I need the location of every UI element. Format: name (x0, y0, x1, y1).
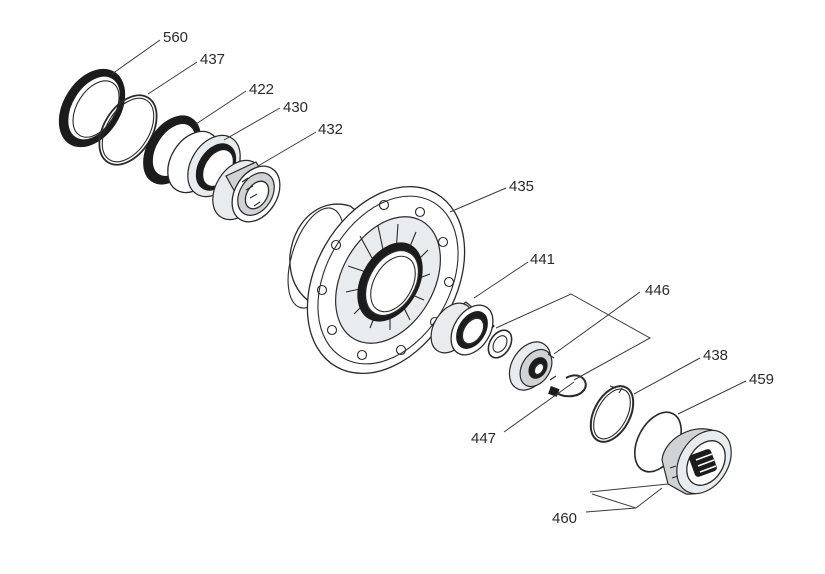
callout-422: 422 (249, 81, 274, 98)
callout-460: 460 (552, 510, 577, 527)
part-430-bearing-cup (167, 130, 241, 198)
callout-459: 459 (749, 371, 774, 388)
callout-437: 437 (200, 51, 225, 68)
part-438-snap-ring (589, 385, 635, 443)
callout-438: 438 (703, 347, 728, 364)
part-460-hub-cap (661, 428, 732, 495)
callout-441: 441 (530, 251, 555, 268)
part-447-clip (548, 374, 587, 398)
part-432-bearing-cone (212, 159, 281, 223)
callout-446: 446 (645, 282, 670, 299)
callout-432: 432 (318, 121, 343, 138)
leader-lines (111, 39, 747, 513)
part-441-bearing (430, 301, 495, 356)
callout-430: 430 (283, 99, 308, 116)
callout-447: 447 (471, 430, 496, 447)
part-435-hub (287, 185, 466, 375)
part-446-locknut (508, 341, 557, 391)
callout-435: 435 (509, 178, 534, 195)
part-560-seal (58, 68, 126, 148)
callout-labels: 560 437 422 430 432 435 441 446 438 459 … (163, 29, 774, 527)
washer (487, 329, 513, 359)
callout-560: 560 (163, 29, 188, 46)
